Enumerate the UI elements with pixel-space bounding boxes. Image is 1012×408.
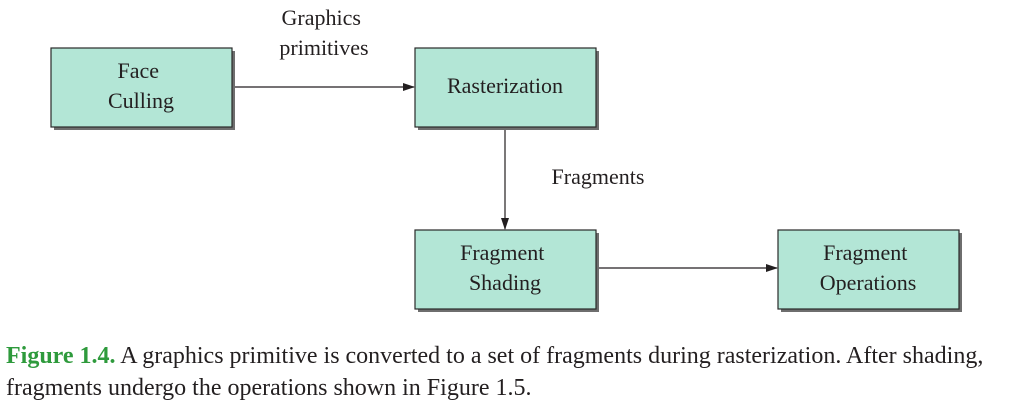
node-face-culling-label: Face Culling: [108, 58, 174, 113]
figure-caption: Figure 1.4. A graphics primitive is conv…: [6, 340, 1006, 404]
node-face-culling: Face Culling: [50, 47, 235, 130]
node-rasterization-box: [414, 47, 597, 128]
edge-label-fragments: Fragments: [552, 164, 645, 189]
figure-number: Figure 1.4.: [6, 343, 116, 369]
node-fragment-operations-box: [777, 229, 960, 310]
node-fragment-operations: Fragment Operations: [777, 229, 962, 312]
node-fragment-shading-label: Fragment Shading: [460, 240, 550, 295]
pipeline-diagram: Graphics primitives Fragments Face Culli…: [50, 5, 962, 312]
node-face-culling-box: [50, 47, 233, 128]
figure-caption-text: A graphics primitive is converted to a s…: [6, 343, 984, 401]
node-fragment-operations-label: Fragment Operations: [820, 240, 917, 295]
node-fragment-shading-box: [414, 229, 597, 310]
node-fragment-shading: Fragment Shading: [414, 229, 599, 312]
edge-label-graphics-primitives: Graphics primitives: [279, 5, 368, 60]
node-rasterization: Rasterization: [414, 47, 599, 130]
node-rasterization-label: Rasterization: [447, 73, 563, 98]
